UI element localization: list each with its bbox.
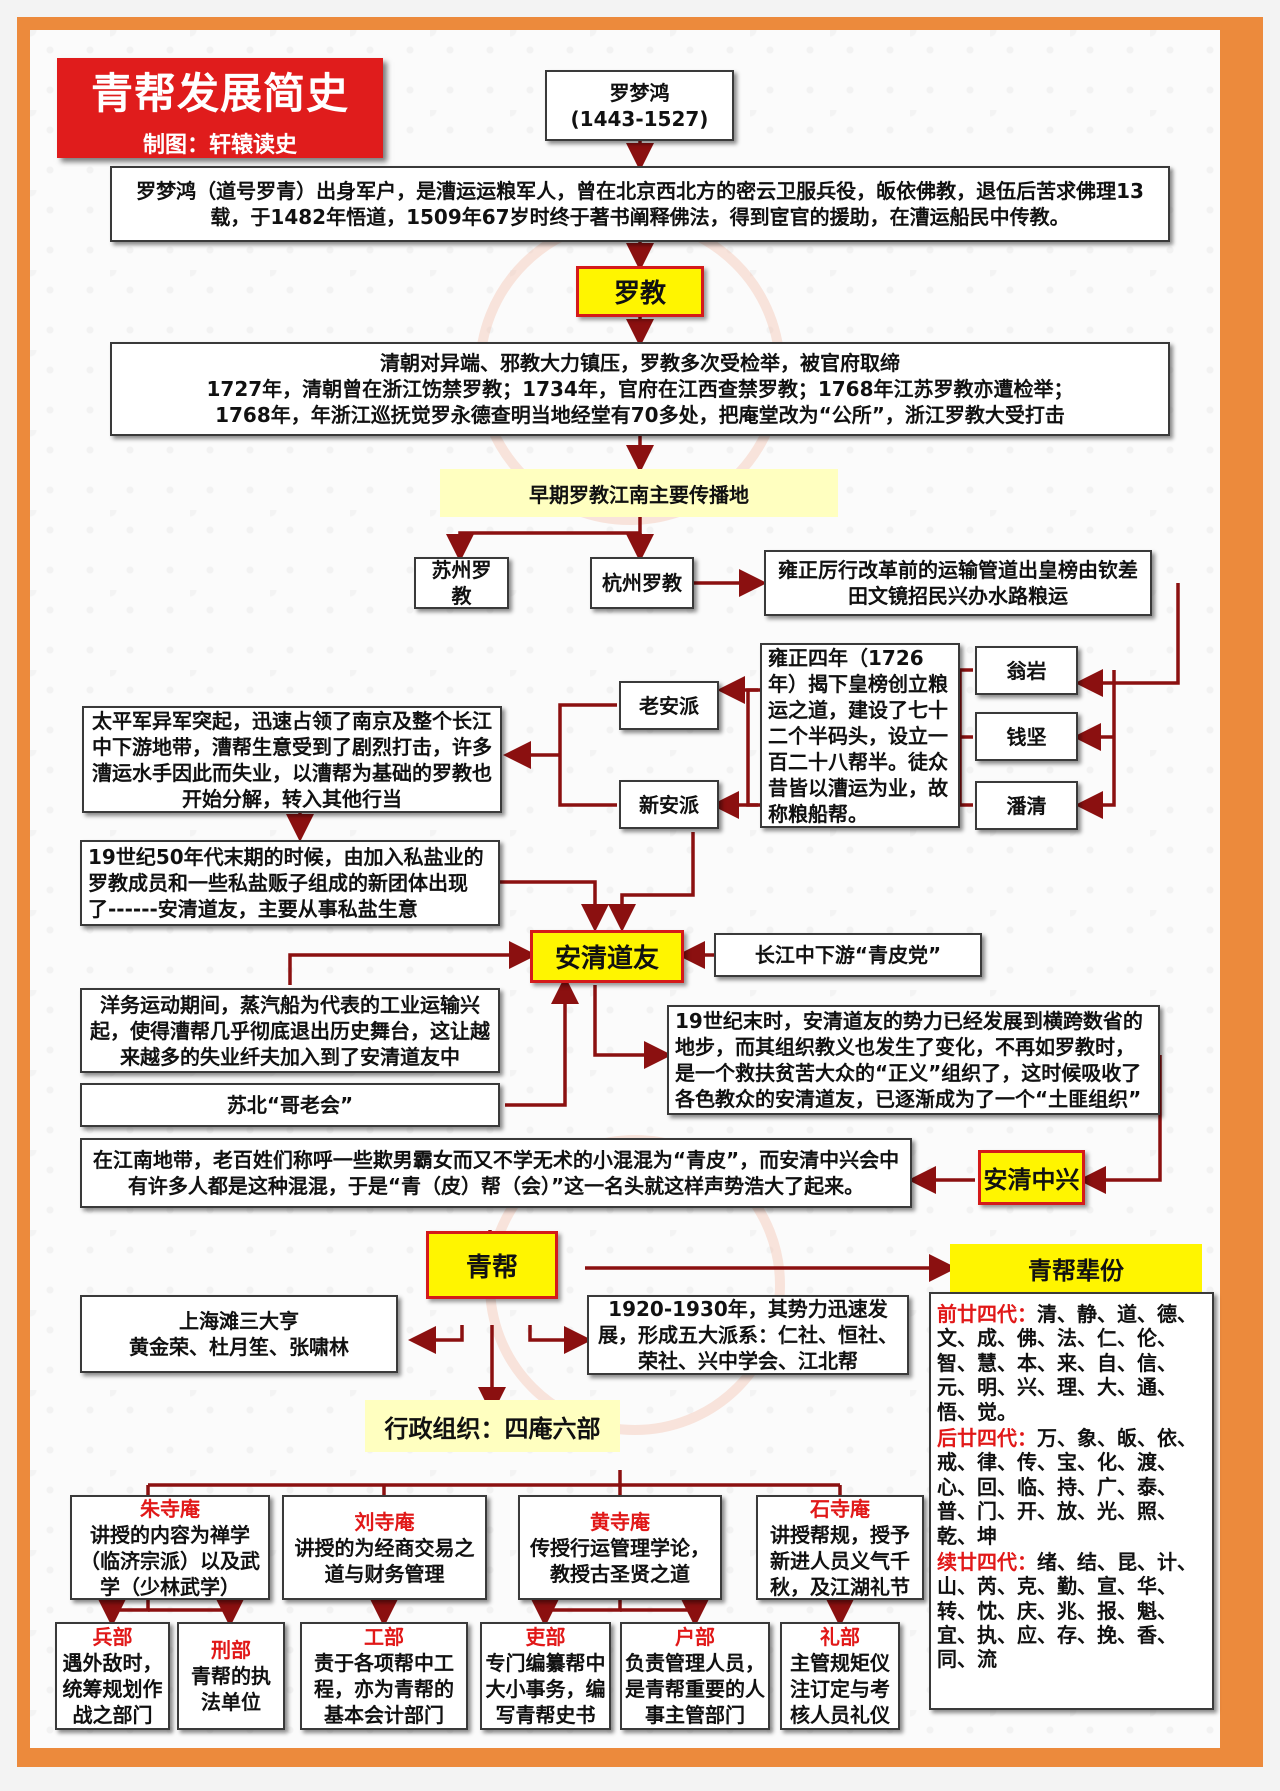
temple-desc: 讲授的为经商交易之道与财务管理 bbox=[294, 1535, 475, 1586]
department-card: 礼部 主管规矩仪注订定与考核人员礼仪 bbox=[780, 1622, 900, 1730]
private-salt-box: 19世纪50年代末期的时候，由加入私盐业的罗教成员和一些私盐贩子组成的新团体出现… bbox=[80, 840, 500, 926]
department-name: 兵部 bbox=[92, 1625, 133, 1649]
qingpi-origin-box: 在江南地带，老百姓们称呼一些欺男霸女而又不学无术的小混混为“青皮”，而安清中兴会… bbox=[80, 1138, 912, 1208]
department-card: 户部 负责管理人员，是青帮重要的人事主管部门 bbox=[620, 1622, 770, 1730]
taiping-box: 太平军异军突起，迅速占领了南京及整个长江中下游地带，漕帮生意受到了剧烈打击，许多… bbox=[82, 706, 502, 813]
temple-desc: 讲授的内容为禅学（临济宗派）以及武学（少林武学） bbox=[80, 1522, 260, 1599]
shanghai-bosses-line-1: 上海滩三大亨 bbox=[179, 1309, 299, 1333]
seniority-third-label: 续廿四代： bbox=[937, 1549, 1037, 1574]
suppression-line-2: 1727年，清朝曾在浙江饬禁罗教；1734年，官府在江西查禁罗教；1768年江苏… bbox=[206, 377, 1074, 401]
admin-org-label: 行政组织：四庵六部 bbox=[365, 1400, 620, 1452]
founder-box: 罗梦鸿 (1443-1527) bbox=[545, 70, 734, 141]
seniority-second: 万、象、皈、依、戒、律、传、宝、化、渡、心、回、临、持、广、泰、普、门、开、放、… bbox=[937, 1425, 1197, 1548]
qingpi-dang-box: 长江中下游“青皮党” bbox=[714, 933, 982, 977]
yongzheng-1726-box: 雍正四年（1726年）揭下皇榜创立粮运之道，建设了七十二个半码头，设立一百二十八… bbox=[760, 643, 960, 828]
chart-credit: 制图：轩辕读史 bbox=[142, 133, 297, 158]
department-card: 吏部 专门编纂帮中大小事务，编写青帮史书 bbox=[480, 1622, 611, 1730]
temple-desc: 讲授帮规，授予新进人员义气千秋，及江湖礼节 bbox=[770, 1522, 910, 1599]
department-desc: 责于各项帮中工程，亦为青帮的基本会计部门 bbox=[314, 1651, 454, 1727]
seniority-first-label: 前廿四代： bbox=[937, 1302, 1037, 1326]
five-factions-box: 1920-1930年，其势力迅速发展，形成五大派系：仁社、恒社、荣社、兴中学会、… bbox=[587, 1295, 909, 1375]
shanghai-bosses-box: 上海滩三大亨 黄金荣、杜月笙、张啸林 bbox=[80, 1295, 398, 1373]
westernization-box: 洋务运动期间，蒸汽船为代表的工业运输兴起，使得漕帮几乎彻底退出历史舞台，这让越来… bbox=[80, 988, 500, 1073]
department-desc: 主管规矩仪注订定与考核人员礼仪 bbox=[790, 1651, 890, 1727]
department-desc: 负责管理人员，是青帮重要的人事主管部门 bbox=[625, 1651, 765, 1727]
department-card: 兵部 遇外敌时，统筹规划作战之部门 bbox=[55, 1622, 170, 1730]
founder-qian-box: 钱坚 bbox=[975, 712, 1078, 761]
temple-name: 朱寺庵 bbox=[140, 1496, 200, 1521]
luojiao-node: 罗教 bbox=[576, 266, 704, 317]
yongzheng-reform-box: 雍正厉行改革前的运输管道出皇榜由钦差田文镜招民兴办水路粮运 bbox=[764, 550, 1152, 616]
department-name: 刑部 bbox=[211, 1638, 251, 1662]
temple-desc: 传授行运管理学论，教授古圣贤之道 bbox=[530, 1535, 710, 1586]
department-name: 户部 bbox=[675, 1625, 715, 1649]
department-name: 吏部 bbox=[525, 1625, 566, 1649]
lao-anpai-box: 老安派 bbox=[619, 681, 719, 730]
department-desc: 遇外敌时，统筹规划作战之部门 bbox=[62, 1651, 163, 1727]
late-19c-box: 19世纪末时，安清道友的势力已经发展到横跨数省的地步，而其组织教义也发生了变化，… bbox=[667, 1005, 1160, 1115]
department-card: 刑部 青帮的执法单位 bbox=[177, 1622, 285, 1730]
seniority-list: 前廿四代：清、静、道、德、文、成、佛、法、仁、伦、智、慧、本、来、自、信、元、明… bbox=[929, 1292, 1214, 1710]
temple-card: 朱寺庵 讲授的内容为禅学（临济宗派）以及武学（少林武学） bbox=[70, 1495, 270, 1600]
xin-anpai-box: 新安派 bbox=[619, 780, 719, 829]
temple-card: 刘寺庵 讲授的为经商交易之道与财务管理 bbox=[282, 1495, 487, 1600]
temple-card: 石寺庵 讲授帮规，授予新进人员义气千秋，及江湖礼节 bbox=[756, 1495, 924, 1600]
page-title: 青帮发展简史 bbox=[90, 69, 349, 118]
anqing-daoyou-node: 安清道友 bbox=[530, 930, 684, 983]
temple-name: 刘寺庵 bbox=[354, 1509, 415, 1534]
department-desc: 青帮的执法单位 bbox=[191, 1664, 271, 1714]
seniority-first: 清、静、道、德、文、成、佛、法、仁、伦、智、慧、本、来、自、信、元、明、兴、理、… bbox=[937, 1302, 1197, 1424]
suppression-box: 清朝对异端、邪教大力镇压，罗教多次受检举，被官府取缔 1727年，清朝曾在浙江饬… bbox=[110, 342, 1170, 436]
department-name: 礼部 bbox=[820, 1625, 860, 1649]
founder-bio-box: 罗梦鸿（道号罗青）出身军户，是漕运运粮军人，曾在北京西北方的密云卫服兵役，皈依佛… bbox=[110, 166, 1170, 242]
shanghai-bosses-line-2: 黄金荣、杜月笙、张啸林 bbox=[129, 1335, 349, 1359]
seniority-title: 青帮辈份 bbox=[950, 1244, 1202, 1292]
department-card: 工部 责于各项帮中工程，亦为青帮的基本会计部门 bbox=[300, 1622, 468, 1730]
temple-name: 石寺庵 bbox=[810, 1496, 870, 1521]
anqing-zhongxing-node: 安清中兴 bbox=[978, 1150, 1085, 1205]
qingbang-node: 青帮 bbox=[426, 1231, 558, 1299]
temple-card: 黄寺庵 传授行运管理学论，教授古圣贤之道 bbox=[518, 1495, 722, 1600]
founder-years: (1443-1527) bbox=[570, 106, 709, 131]
seniority-third: 绪、结、昆、计、山、芮、克、勤、宣、华、转、忱、庆、兆、报、魁、宜、执、应、存、… bbox=[937, 1549, 1197, 1672]
founder-weng-box: 翁岩 bbox=[975, 646, 1078, 695]
suppression-line-3: 1768年，年浙江巡抚觉罗永德查明当地经堂有70多处，把庵堂改为“公所”，浙江罗… bbox=[215, 403, 1065, 427]
temple-name: 黄寺庵 bbox=[590, 1509, 650, 1534]
early-spread-label: 早期罗教江南主要传播地 bbox=[440, 469, 838, 517]
department-desc: 专门编纂帮中大小事务，编写青帮史书 bbox=[485, 1651, 606, 1727]
title-banner: 青帮发展简史 制图：轩辕读史 bbox=[57, 58, 383, 158]
suppression-line-1: 清朝对异端、邪教大力镇压，罗教多次受检举，被官府取缔 bbox=[380, 351, 900, 375]
founder-name: 罗梦鸿 bbox=[609, 80, 670, 105]
seniority-second-label: 后廿四代： bbox=[937, 1425, 1037, 1450]
suzhou-luojiao-box: 苏州罗教 bbox=[414, 557, 509, 609]
gelaohui-box: 苏北“哥老会” bbox=[80, 1083, 500, 1127]
founder-pan-box: 潘清 bbox=[975, 781, 1078, 830]
hangzhou-luojiao-box: 杭州罗教 bbox=[590, 557, 694, 609]
department-name: 工部 bbox=[364, 1625, 404, 1649]
